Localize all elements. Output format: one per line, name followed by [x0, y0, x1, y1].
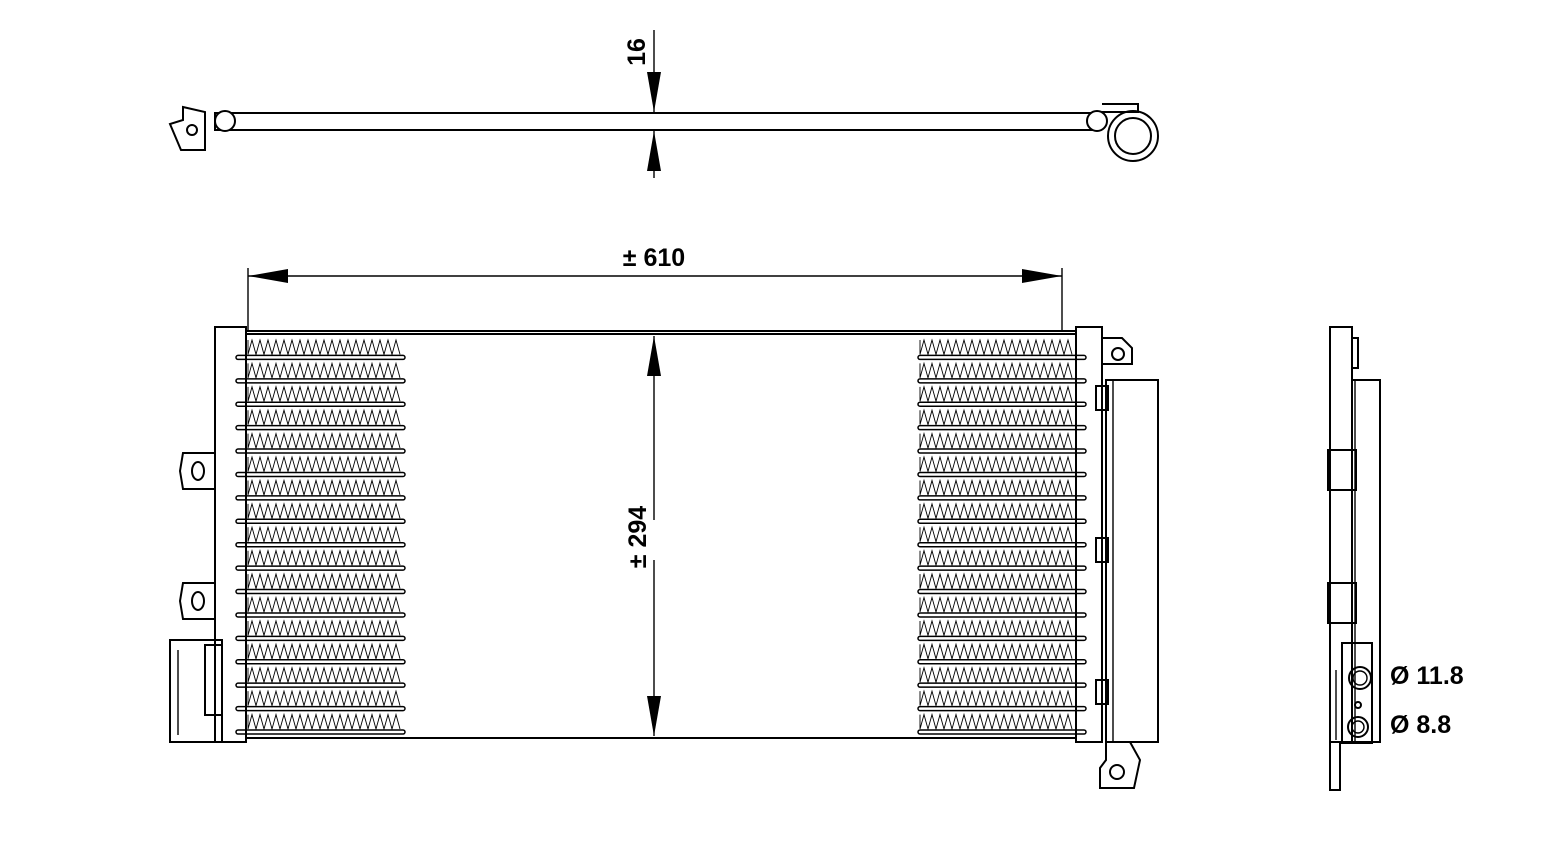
fin-band	[247, 572, 401, 591]
fin-band	[247, 549, 401, 567]
fin-block-right	[917, 338, 1087, 735]
flat-tube	[235, 635, 406, 642]
top-right-bracket	[1086, 103, 1159, 162]
fin-band	[919, 408, 1073, 427]
flat-tube	[917, 635, 1087, 642]
flat-tube	[917, 354, 1087, 361]
fin-band	[247, 408, 401, 427]
fin-band	[247, 712, 401, 731]
front-view: ± 610	[169, 244, 1159, 789]
fin-band	[919, 619, 1073, 638]
flat-tube	[917, 565, 1087, 571]
fin-band	[919, 595, 1073, 614]
fin-band	[919, 549, 1073, 567]
fin-band	[247, 595, 401, 614]
flat-tube	[917, 541, 1087, 548]
flat-tube	[235, 495, 406, 501]
flat-tube	[235, 682, 406, 688]
flat-tube	[235, 729, 406, 735]
fin-band	[919, 478, 1073, 497]
fin-band	[247, 525, 401, 544]
top-view: 16	[168, 30, 1159, 178]
left-header-tank	[169, 326, 247, 743]
width-label: ± 610	[623, 244, 685, 272]
flat-tube	[917, 518, 1087, 525]
fin-band	[919, 712, 1073, 731]
port-large-label: Ø 11.8	[1390, 662, 1464, 690]
flat-tube	[917, 659, 1087, 665]
fin-band	[247, 689, 401, 708]
fin-band	[919, 385, 1073, 403]
port-block	[1335, 642, 1373, 744]
fin-band	[919, 431, 1073, 450]
fin-band	[247, 338, 401, 357]
height-dimension: ± 294	[624, 336, 661, 736]
fin-band	[919, 689, 1073, 708]
flat-tube	[235, 401, 406, 407]
flat-tube	[917, 471, 1087, 478]
fin-band	[919, 642, 1073, 661]
flat-tube	[235, 518, 406, 525]
flat-tube	[917, 612, 1087, 618]
flat-tube	[917, 378, 1087, 384]
flat-tube	[235, 612, 406, 618]
height-label: ± 294	[624, 506, 652, 568]
flat-tube	[917, 448, 1087, 454]
flat-tube	[917, 705, 1087, 712]
fin-band	[247, 666, 401, 684]
flat-tube	[235, 354, 406, 361]
flat-tube	[235, 588, 406, 595]
fin-band	[919, 338, 1073, 357]
fin-band	[247, 431, 401, 450]
width-dimension: ± 610	[247, 244, 1063, 330]
fin-band	[247, 478, 401, 497]
port-small	[1347, 716, 1369, 738]
flat-tube	[235, 541, 406, 548]
left-mount-tab-upper	[178, 452, 216, 490]
flat-tube	[235, 471, 406, 478]
thickness-label: 16	[623, 38, 651, 66]
fin-band	[247, 385, 401, 403]
flat-tube	[235, 378, 406, 384]
flat-tube	[235, 659, 406, 665]
flat-tube	[917, 424, 1087, 431]
fin-band	[247, 642, 401, 661]
side-view: Ø 11.8 Ø 8.8	[1327, 326, 1464, 791]
fin-band	[919, 361, 1073, 380]
top-left-bracket	[168, 105, 236, 151]
thickness-dimension: 16	[623, 30, 661, 178]
fin-band	[919, 502, 1073, 520]
fin-band	[247, 361, 401, 380]
top-view-core	[214, 112, 1096, 131]
flat-tube	[235, 565, 406, 571]
flat-tube	[235, 424, 406, 431]
flat-tube	[917, 495, 1087, 501]
left-mount-tab-lower	[178, 582, 216, 620]
fin-band	[919, 666, 1073, 684]
fin-band	[919, 572, 1073, 591]
fin-band	[247, 619, 401, 638]
port-small-label: Ø 8.8	[1390, 711, 1451, 739]
flat-tube	[235, 448, 406, 454]
fin-band	[919, 525, 1073, 544]
receiver-drier	[1095, 379, 1159, 789]
flat-tube	[917, 682, 1087, 688]
flat-tube	[917, 729, 1087, 735]
fin-band	[247, 502, 401, 520]
flat-tube	[917, 401, 1087, 407]
port-large	[1348, 666, 1372, 690]
fin-band	[247, 455, 401, 474]
fin-block-left	[235, 338, 406, 735]
fin-band	[919, 455, 1073, 474]
flat-tube	[235, 705, 406, 712]
flat-tube	[917, 588, 1087, 595]
right-header-tank	[1075, 326, 1133, 743]
